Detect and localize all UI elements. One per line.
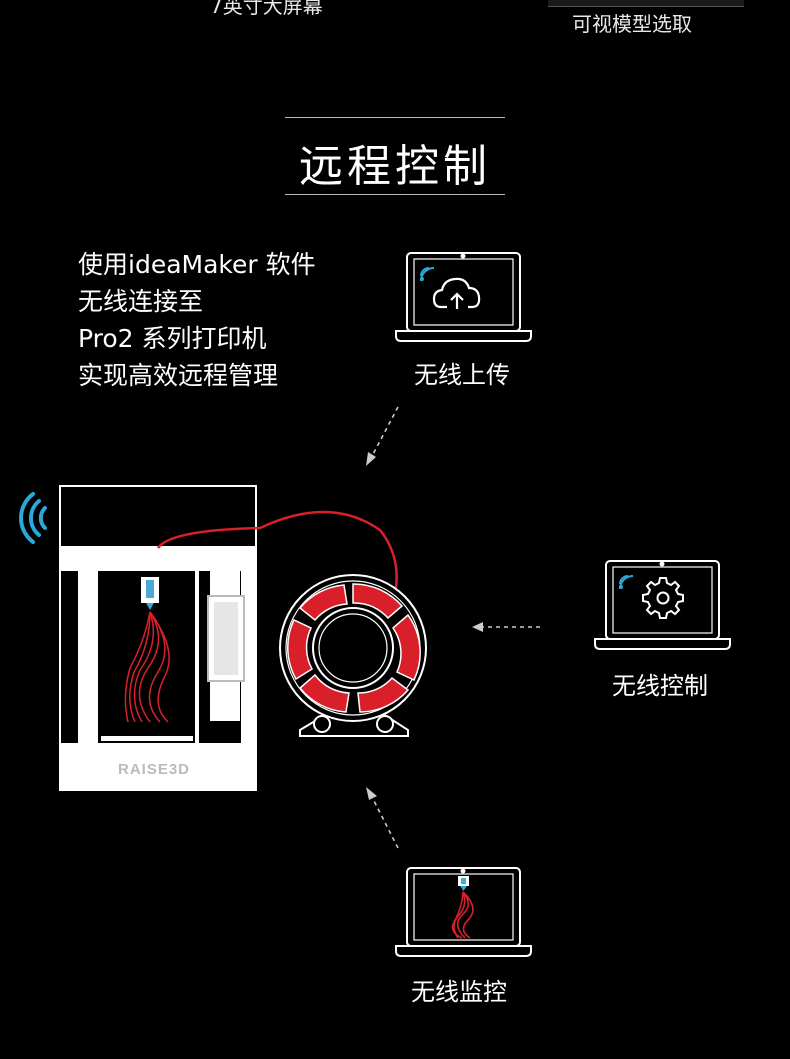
top-right-caption: 可视模型选取 (572, 12, 692, 36)
filament-spool-illustration (279, 574, 427, 737)
section-description: 使用ideaMaker 软件 无线连接至 Pro2 系列打印机 实现高效远程管理 (78, 246, 316, 394)
description-line: 使用ideaMaker 软件 (78, 250, 316, 279)
title-rule-bottom (285, 194, 505, 195)
model-preview-icon (451, 891, 474, 939)
laptop-upload-icon (395, 252, 532, 342)
top-right-image-edge (548, 0, 744, 7)
feature-label-monitor: 无线监控 (411, 978, 507, 1006)
printed-model-icon (124, 611, 170, 723)
arrow-head-icon (366, 787, 377, 800)
cloud-upload-icon (432, 277, 481, 309)
printer-brand-logo: RAISE3D (118, 761, 190, 778)
laptop-monitor-icon (395, 867, 532, 957)
laptop-control-icon (594, 560, 731, 650)
feature-label-upload: 无线上传 (414, 361, 510, 389)
wifi-small-icon (619, 575, 634, 590)
gear-icon (642, 577, 684, 619)
description-line: 无线连接至 (78, 287, 204, 316)
wifi-small-icon (420, 267, 435, 282)
feature-label-control: 无线控制 (612, 672, 708, 700)
title-rule-top (285, 117, 505, 118)
top-left-caption: 7英寸大屏幕 (210, 0, 323, 18)
section-title: 远程控制 (299, 141, 491, 192)
arrow-head-icon (472, 622, 483, 632)
description-line: 实现高效远程管理 (78, 361, 279, 390)
arrow-head-icon (366, 452, 376, 466)
description-line: Pro2 系列打印机 (78, 324, 267, 353)
arrow-upload (370, 406, 399, 459)
printer-illustration: RAISE3D (59, 485, 398, 791)
arrow-monitor (371, 796, 399, 849)
